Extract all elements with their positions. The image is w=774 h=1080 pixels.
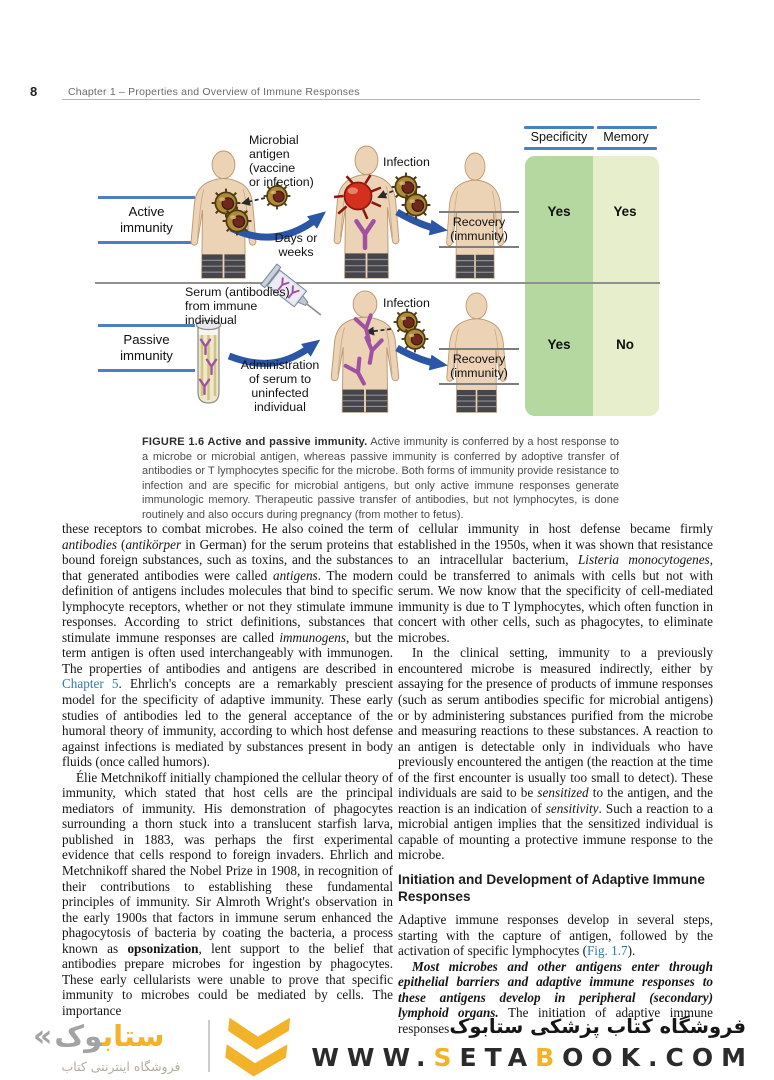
specificity-column [525,156,593,416]
syringe-icon [260,263,322,316]
memory-column-header: Memory [603,130,649,144]
paragraph: Élie Metchnikoff initially championed th… [62,769,393,1018]
active-memory-value: Yes [613,204,637,219]
setabook-emblem-icon [225,1017,291,1077]
row-divider [95,282,660,284]
microbial-antigen-label: Microbial antigen (vaccine or infection) [249,133,314,190]
active-immunity-row-label: Active immunity [98,196,195,245]
memory-header-bar-top [597,126,657,129]
paragraph: In the clinical setting, immunity to a p… [398,645,714,863]
administration-label: Administration of serum to uninfected in… [240,358,320,415]
specificity-header-bar-bottom [524,147,594,150]
memory-header-bar-bottom [597,147,657,150]
active-specificity-value: Yes [547,204,571,219]
recovery-label-passive: Recovery (immunity) [439,348,519,385]
page-number: 8 [30,84,38,99]
serum-label: Serum (antibodies) from immune individua… [185,285,290,328]
specificity-header-bar-top [524,126,594,129]
paragraph: of cellular immunity in host defense bec… [398,521,713,645]
specificity-column-header: Specificity [530,130,588,144]
microbe-icon [401,325,429,353]
header-rule [62,99,700,100]
setabook-wordmark: « ستابوک [33,1016,209,1056]
text-column-left: these receptors to combat microbes. He a… [62,521,393,1019]
figure-caption: FIGURE 1.6 Active and passive immunity. … [142,435,619,523]
figure-1-6-diagram: Specificity Memory Yes Yes Yes No Active… [95,118,665,420]
figure-caption-title: FIGURE 1.6 Active and passive immunity. [142,436,368,448]
paragraph: these receptors to combat microbes. He a… [62,521,393,770]
chapter-header: Chapter 1 – Properties and Overview of I… [68,86,360,98]
footer-right: فروشگاه کتاب پزشکی ستابوک WWW.SETABOOK.C… [311,1015,746,1072]
paragraph: Most microbes and other antigens enter t… [398,958,713,1036]
recovery-label-active: Recovery (immunity) [439,211,519,248]
fig-1-7-link[interactable]: Fig. 1.7 [586,943,628,959]
passive-specificity-value: Yes [547,337,571,352]
days-or-weeks-label: Days or weeks [274,231,318,260]
footer-divider [208,1020,210,1072]
figure-caption-body: Active immunity is conferred by a host r… [142,436,619,521]
text-column-right: of cellular immunity in host defense bec… [398,521,713,1036]
store-title: فروشگاه کتاب پزشکی ستابوک [449,1015,746,1038]
section-heading: Initiation and Development of Adaptive I… [398,872,705,904]
chapter-5-link[interactable]: Chapter 5 [62,676,119,692]
infection-label-active: Infection [383,155,430,169]
paragraph: Adaptive immune responses develop in sev… [398,912,713,959]
logo-subtitle: فروشگاه اینترنتی کتاب [61,1059,181,1074]
site-url: WWW.SETABOOK.COM [311,1043,754,1072]
test-tube-icon [195,319,222,404]
antibody-icon [353,218,377,250]
chevron-left-icon: « [33,1018,53,1054]
infection-label-passive: Infection [383,296,430,310]
microbe-icon [401,190,431,220]
passive-immunity-row-label: Passive immunity [98,324,195,373]
setabook-logo: « ستابوک فروشگاه اینترنتی کتاب [33,1016,209,1075]
passive-memory-value: No [616,337,634,352]
memory-column [593,156,659,416]
microbe-icon [222,206,252,236]
setabook-wordmark-text: ستابوک [54,1019,165,1053]
